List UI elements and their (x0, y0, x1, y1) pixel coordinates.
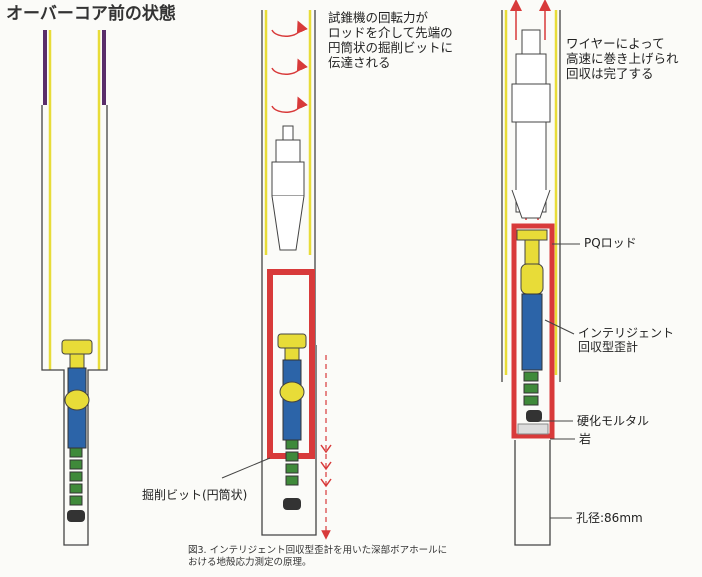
step2-line: 伝達される (328, 55, 391, 70)
label-gauge: インテリジェント 回収型歪計 (578, 326, 674, 355)
label-bit: 掘削ビット(円筒状) (142, 488, 248, 502)
label-gauge-line: インテリジェント (578, 326, 675, 340)
figure-caption: 図3. インテリジェント回収型歪計を用いた深部ボアホールに おける地殻応力測定の… (188, 545, 447, 569)
diagram-title: オーバーコア前の状態 (6, 4, 176, 24)
step2-line: 円筒状の掘削ビットに (328, 40, 454, 55)
core-barrel-recovered (511, 223, 555, 439)
label-bore: 孔径:86mm (576, 511, 643, 525)
label-pq-rod: PQロッド (584, 236, 637, 250)
step3-line: ワイヤーによって (566, 36, 665, 51)
panel-drilling (221, 10, 332, 540)
label-rock: 岩 (579, 432, 592, 446)
step3-line: 高速に巻き上げられ (566, 51, 679, 66)
panel-before-overcoring (41, 30, 108, 546)
gauge-head (61, 339, 93, 355)
label-gauge-line: 回収型歪計 (578, 340, 639, 355)
step2-line: ロッドを介して先端の (328, 25, 453, 40)
label-mortar: 硬化モルタル (577, 414, 650, 428)
step2-line: 試錐機の回転力が (328, 10, 429, 25)
caption-line: おける地殻応力測定の原理。 (188, 556, 312, 568)
step3-line: 回収は完了する (566, 66, 654, 81)
caption-line: 図3. インテリジェント回収型歪計を用いた深部ボアホールに (188, 545, 448, 556)
step2-description: 試錐機の回転力が ロッドを介して先端の 円筒状の掘削ビットに 伝達される (328, 10, 453, 70)
panel-recovery (501, 0, 580, 546)
step3-description: ワイヤーによって 高速に巻き上げられ 回収は完了する (566, 36, 679, 81)
